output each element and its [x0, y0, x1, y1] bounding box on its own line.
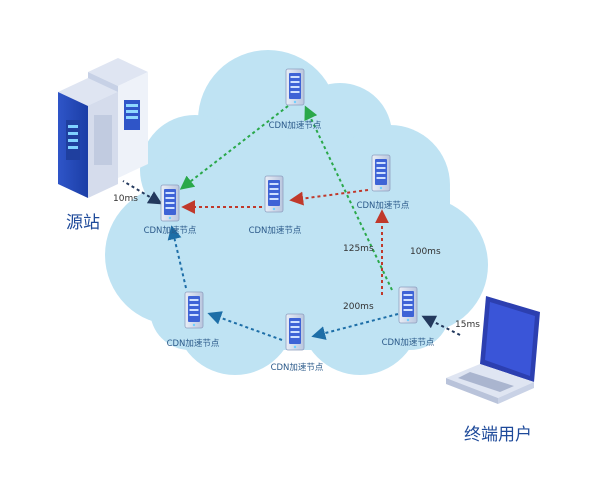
blue-arrow-1 [311, 313, 399, 340]
user-link [421, 315, 461, 336]
end-user: 终端用户 [446, 296, 540, 445]
user-latency-label: 15ms [455, 320, 480, 330]
origin-server: 源站 [58, 58, 148, 233]
cdn-node-bottom-left: CDN加速节点 [167, 291, 220, 349]
red-latency-label: 100ms [410, 247, 441, 257]
cdn-node-right: CDN加速节点 [357, 154, 410, 211]
cdn-node-label: CDN加速节点 [167, 338, 220, 349]
green-latency-label: 125ms [343, 244, 374, 254]
laptop-icon [446, 296, 540, 404]
cdn-node-bottom-right: CDN加速节点 [382, 286, 435, 348]
cdn-node-bottom-center: CDN加速节点 [271, 313, 324, 373]
cdn-node-label: CDN加速节点 [357, 200, 410, 211]
blue-latency-label: 200ms [343, 302, 374, 312]
origin-latency-label: 10ms [113, 194, 138, 204]
cdn-node-label: CDN加速节点 [249, 225, 302, 236]
origin-label: 源站 [66, 213, 100, 233]
server-icon [285, 68, 305, 106]
red-arrow-mid [289, 189, 369, 206]
cdn-node-label: CDN加速节点 [382, 337, 435, 348]
server-icon [160, 184, 180, 222]
server-icon [184, 291, 204, 329]
cdn-node-left: CDN加速节点 [144, 184, 197, 236]
connections [122, 105, 461, 341]
server-icon [398, 286, 418, 324]
cdn-node-label: CDN加速节点 [269, 120, 322, 131]
blue-arrow-3 [167, 225, 187, 289]
server-icon [371, 154, 391, 192]
cdn-node-label: CDN加速节点 [144, 225, 197, 236]
server-icon [285, 313, 305, 351]
cdn-node-top: CDN加速节点 [269, 68, 322, 131]
origin-link [122, 180, 163, 205]
server-icon [264, 175, 284, 213]
cdn-node-center: CDN加速节点 [249, 175, 302, 236]
blue-arrow-2 [207, 311, 283, 341]
cdn-node-label: CDN加速节点 [271, 362, 324, 373]
green-arrow-left [179, 105, 289, 190]
user-label: 终端用户 [464, 425, 532, 445]
rack-server-icon [58, 58, 148, 198]
